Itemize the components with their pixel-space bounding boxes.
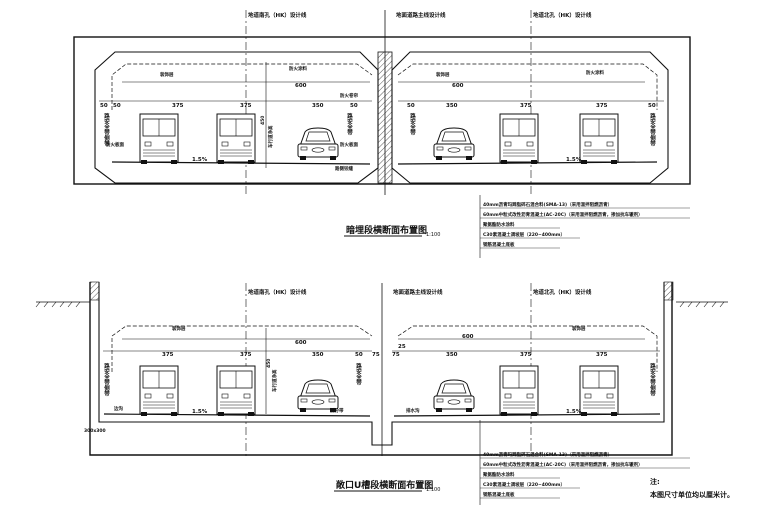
bottom-dim-375-b: 375 — [240, 352, 252, 358]
bottom-car-2 — [433, 379, 475, 413]
bottom-layer-legend: 40mm沥青玛蹄脂碎石混合料(SMA-13)（采用温拌阻燃沥青） 60mm中粒式… — [480, 451, 690, 499]
top-layer-legend: 40mm沥青玛蹄脂碎石混合料(SMA-13)（采用温拌阻燃沥青） 60mm中粒式… — [480, 201, 690, 249]
bottom-dim-350-b: 350 — [446, 352, 458, 358]
top-dim-50-left: 50 — [100, 103, 108, 109]
bottom-dim-50-a: 50 — [355, 352, 363, 358]
note-head: 注: — [650, 477, 660, 486]
top-layer-2: 60mm中粒式改性沥青混凝土(AC-20C)（采用温拌阻燃沥青，掺加抗车辙剂） — [483, 211, 643, 218]
top-dim-600-left: 600 — [295, 83, 307, 89]
bottom-decor-left: 装饰层 — [172, 325, 186, 332]
top-left-side-text: 路安全带侧带 — [103, 112, 111, 148]
top-hinge-label: 路侧铰缝 — [335, 165, 353, 172]
bottom-car-1 — [297, 379, 339, 413]
top-fire-cover-right: 防火涂料 — [586, 69, 604, 76]
top-bus-1 — [139, 113, 179, 165]
top-bus-2 — [216, 113, 256, 165]
bottom-dim-375-d: 375 — [596, 352, 608, 358]
top-section: 地道南孔（HK）设计线 地面道路主线设计线 地道北孔（HK）设计线 50 50 … — [73, 10, 691, 258]
top-bus-4 — [579, 113, 619, 165]
bottom-dim-600-right: 600 — [462, 334, 474, 340]
bottom-section: 地道南孔（HK）设计线 地面道路主线设计线 地道北孔（HK）设计线 375 37… — [35, 281, 734, 505]
top-fire-door-label: 防火卷帘 — [340, 92, 358, 99]
bottom-height-dim: 450 — [266, 359, 272, 368]
bottom-ditch-label: 排水沟 — [406, 407, 420, 414]
bottom-title: 敞口U槽段横断面布置图 — [336, 479, 433, 491]
top-decor-label-right: 装饰层 — [436, 71, 450, 78]
bottom-layer-4: C30素混凝土调坡层（220~400mm） — [483, 481, 565, 488]
top-mid-side-text: 路安全带 — [346, 112, 354, 137]
bottom-bus-3 — [499, 365, 539, 417]
top-decor-label-left: 装饰层 — [160, 71, 174, 78]
bottom-right-side-text: 路安全带侧带 — [649, 362, 657, 398]
top-car-2 — [433, 127, 475, 161]
bottom-mid-side-text: 路安全带 — [355, 362, 363, 387]
bottom-dim-375-a: 375 — [162, 352, 174, 358]
top-dim-50-right: 50 — [648, 103, 656, 109]
top-bus-3 — [499, 113, 539, 165]
bottom-slope-right: 1.5% — [566, 409, 582, 415]
bottom-dim-350-a: 350 — [312, 352, 324, 358]
top-fire-plate-label: 防火板面 — [340, 141, 358, 148]
top-dim-350-a: 350 — [312, 103, 324, 109]
bottom-north-hole-label: 地道北孔（HK）设计线 — [533, 288, 592, 296]
top-dim-375-d: 375 — [596, 103, 608, 109]
top-slope-right: 1.5% — [566, 157, 582, 163]
bottom-bus-4 — [579, 365, 619, 417]
top-mid-side-text2: 路安全带 — [409, 112, 417, 137]
top-dim-50-left2: 50 — [113, 103, 121, 109]
top-dim-375-c: 375 — [520, 103, 532, 109]
bottom-scale: 1:100 — [426, 487, 440, 493]
bottom-decor-right: 装饰层 — [572, 325, 586, 332]
bottom-corner-dim: 300x300 — [84, 428, 106, 434]
bottom-side-label: 侧分带 — [330, 407, 344, 414]
top-dim-50-mid2: 50 — [407, 103, 415, 109]
bottom-dim-75-a: 75 — [372, 352, 380, 358]
top-layer-5: 钢筋混凝土底板 — [483, 241, 515, 248]
bottom-bus-2 — [216, 365, 256, 417]
top-layer-4: C30素混凝土调坡层（220~400mm） — [483, 231, 565, 238]
bottom-main-line-label: 地面道路主线设计线 — [393, 288, 443, 296]
top-scale: 1:100 — [426, 232, 440, 238]
top-clear-height: 车行道净高 — [267, 125, 274, 148]
bottom-bus-1 — [139, 365, 179, 417]
bottom-slope-left: 1.5% — [192, 409, 208, 415]
top-dim-50-mid: 50 — [350, 103, 358, 109]
top-dim-375-b: 375 — [240, 103, 252, 109]
top-fire-cover-left: 防火涂料 — [289, 65, 307, 72]
top-height-dim: 450 — [260, 116, 266, 125]
top-south-hole-label: 地道南孔（HK）设计线 — [248, 11, 307, 19]
top-fire-plate-label-left: 防火板面 — [106, 141, 124, 148]
top-title: 暗埋段横断面布置图 — [346, 224, 427, 236]
top-slope-left: 1.5% — [192, 157, 208, 163]
top-right-side-text: 路安全带侧带 — [649, 112, 657, 148]
bottom-drain-label: 边沟 — [113, 405, 123, 412]
top-dim-350-b: 350 — [446, 103, 458, 109]
top-main-line-label: 地面道路主线设计线 — [396, 11, 446, 19]
bottom-south-hole-label: 地道南孔（HK）设计线 — [248, 288, 307, 296]
bottom-dim-25: 25 — [398, 344, 406, 350]
top-car-1 — [297, 127, 339, 161]
bottom-layer-3: 聚氨酯防水涂料 — [482, 471, 515, 478]
note-text: 本图尺寸单位均以厘米计。 — [649, 490, 734, 499]
bottom-layer-5: 钢筋混凝土底板 — [483, 491, 515, 498]
top-layer-1: 40mm沥青玛蹄脂碎石混合料(SMA-13)（采用温拌阻燃沥青） — [483, 201, 612, 208]
bottom-left-side-text: 路安全带侧带 — [103, 362, 111, 398]
bottom-dim-600-left: 600 — [295, 340, 307, 346]
bottom-dim-375-c: 375 — [520, 352, 532, 358]
bottom-layer-1: 40mm沥青玛蹄脂碎石混合料(SMA-13)（采用温拌阻燃沥青） — [483, 451, 612, 458]
top-layer-3: 聚氨酯防水涂料 — [482, 221, 515, 228]
top-dim-375-a: 375 — [172, 103, 184, 109]
top-north-hole-label: 地道北孔（HK）设计线 — [533, 11, 592, 19]
bottom-layer-2: 60mm中粒式改性沥青混凝土(AC-20C)（采用温拌阻燃沥青，掺加抗车辙剂） — [483, 461, 643, 468]
bottom-dim-75-b: 75 — [392, 352, 400, 358]
top-dim-600-right: 600 — [452, 83, 464, 89]
bottom-clear-height: 车行道净高 — [271, 369, 278, 392]
